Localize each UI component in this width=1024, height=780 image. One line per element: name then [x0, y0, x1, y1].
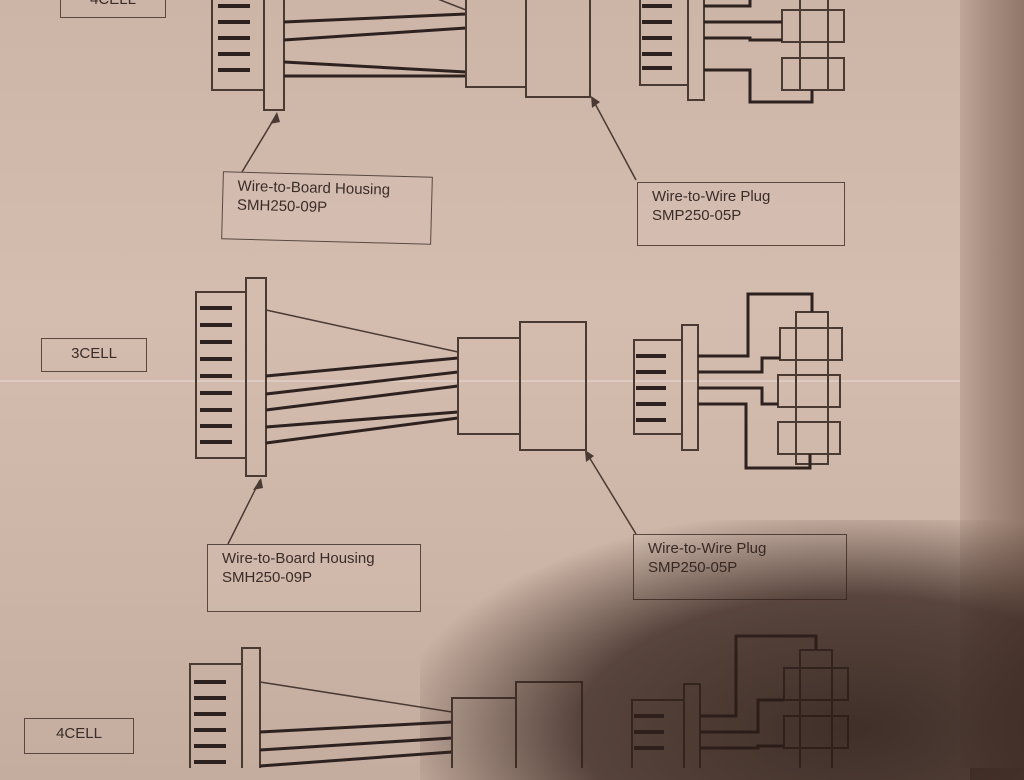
mid-housing-arrow — [227, 479, 261, 545]
mid-right-block-3 — [777, 421, 841, 455]
top-wires — [283, 0, 467, 78]
top-plug-body — [525, 0, 591, 98]
bottom-wires — [259, 681, 453, 768]
cell-label-4cell: 4CELL — [24, 718, 134, 754]
assembly-top — [211, 0, 845, 181]
mid-right-block-2 — [777, 374, 841, 408]
top-right-wires — [704, 0, 814, 104]
mid-plug-body — [519, 321, 587, 451]
cell-label-3cell: 3CELL — [41, 338, 147, 372]
bottom-right-pins — [634, 714, 664, 750]
bottom-housing-flange — [241, 647, 261, 768]
mid-plug-callout: Wire-to-Wire Plug SMP250-05P — [633, 534, 847, 600]
assembly-3cell — [195, 277, 843, 545]
assembly-4cell — [189, 634, 849, 768]
top-plug-callout: Wire-to-Wire Plug SMP250-05P — [637, 182, 845, 246]
top-housing-callout-line2: SMH250-09P — [236, 196, 328, 216]
bottom-housing-pins — [194, 680, 226, 764]
top-housing-body — [211, 0, 265, 91]
top-right-flange — [687, 0, 705, 101]
cell-label-3cell-text: 3CELL — [71, 345, 117, 362]
mid-housing-flange — [245, 277, 267, 477]
mid-right-stem — [795, 311, 829, 465]
bottom-right-wires — [700, 634, 818, 750]
cell-label-top-text: 4CELL — [90, 0, 136, 8]
top-housing-flange — [263, 0, 285, 111]
top-right-stem — [799, 0, 829, 91]
mid-right-flange — [681, 324, 699, 451]
top-plug-callout-line2: SMP250-05P — [652, 207, 742, 224]
mid-right-wires — [698, 292, 814, 470]
cell-label-top: 4CELL — [60, 0, 166, 18]
mid-plug-arrow — [585, 451, 637, 535]
mid-housing-callout-line1: Wire-to-Board Housing — [222, 550, 375, 567]
top-right-pins — [642, 4, 672, 70]
paper-fold — [0, 380, 960, 382]
top-plug-arrow — [591, 97, 637, 181]
bottom-right-block-2 — [783, 715, 849, 749]
mid-right-pins — [636, 354, 666, 422]
top-plug-callout-line1: Wire-to-Wire Plug — [652, 188, 771, 205]
cell-label-4cell-text: 4CELL — [56, 725, 102, 742]
top-right-housing — [639, 0, 689, 86]
bottom-plug-body — [515, 681, 583, 768]
top-housing-pins — [218, 4, 250, 72]
mid-right-block-1 — [779, 327, 843, 361]
top-right-block-1 — [781, 9, 845, 43]
top-plug-sleeve — [465, 0, 527, 88]
mid-plug-callout-line1: Wire-to-Wire Plug — [648, 540, 767, 557]
top-right-block-2 — [781, 57, 845, 91]
bottom-right-flange — [683, 683, 701, 768]
bottom-plug-sleeve — [451, 697, 517, 768]
mid-wires — [265, 309, 459, 445]
mid-housing-pins — [200, 306, 232, 444]
bottom-right-block-1 — [783, 667, 849, 701]
mid-plug-callout-line2: SMP250-05P — [648, 559, 738, 576]
top-housing-callout: Wire-to-Board Housing SMH250-09P — [221, 171, 433, 245]
mid-housing-callout: Wire-to-Board Housing SMH250-09P — [207, 544, 421, 612]
mid-housing-callout-line2: SMH250-09P — [222, 569, 313, 586]
mid-plug-sleeve — [457, 337, 521, 435]
